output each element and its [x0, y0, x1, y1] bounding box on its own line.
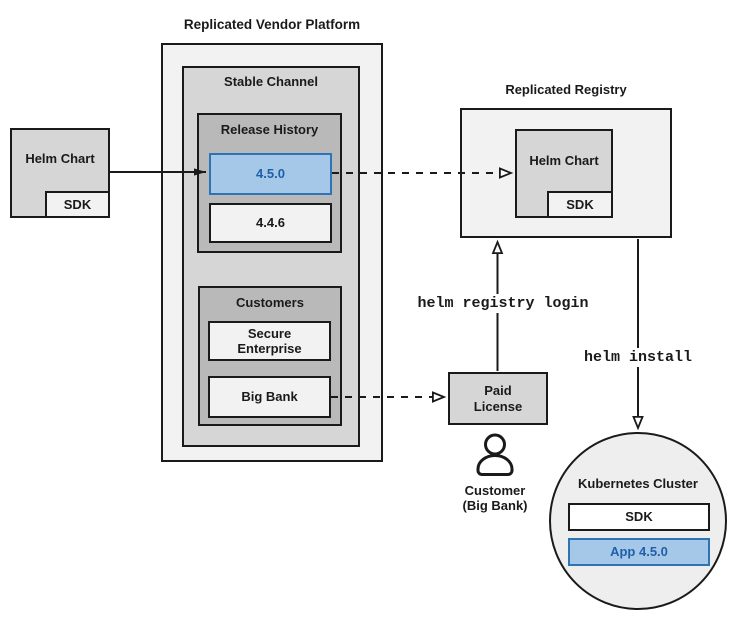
customer-icon	[476, 433, 514, 476]
customer-label: Customer (Big Bank)	[445, 483, 545, 514]
cmd-helm-registry-login: helm registry login	[413, 294, 593, 313]
release-box-current: 4.5.0	[209, 153, 332, 195]
paid-license-label: Paid License	[473, 383, 523, 414]
registry-sdk-box: SDK	[547, 191, 613, 218]
customer-label-line1: Customer	[464, 483, 526, 498]
source-helm-chart-label: Helm Chart	[25, 151, 95, 167]
customer-label-line2: (Big Bank)	[462, 497, 528, 513]
registry-title: Replicated Registry	[505, 82, 627, 97]
paid-license-box: Paid License	[448, 372, 548, 425]
cluster-app-label: App 4.5.0	[610, 544, 668, 560]
customer-box-big-bank: Big Bank	[208, 376, 331, 418]
stable-channel-title: Stable Channel	[224, 74, 318, 89]
customers-title: Customers	[236, 295, 304, 310]
cluster-app-box: App 4.5.0	[568, 538, 710, 566]
release-current-version: 4.5.0	[256, 166, 285, 182]
customer-box-secure-enterprise: Secure Enterprise	[208, 321, 331, 361]
kubernetes-cluster-title: Kubernetes Cluster	[578, 476, 698, 491]
source-sdk-box: SDK	[45, 191, 110, 218]
cluster-sdk-box: SDK	[568, 503, 710, 531]
cmd-helm-install: helm install	[579, 348, 697, 367]
registry-helm-chart-label: Helm Chart	[529, 152, 599, 168]
customer-big-bank-label: Big Bank	[241, 389, 298, 405]
vendor-platform-title: Replicated Vendor Platform	[183, 17, 361, 32]
registry-sdk-label: SDK	[566, 196, 594, 212]
release-previous-version: 4.4.6	[256, 215, 285, 231]
release-history-title: Release History	[220, 122, 319, 137]
cluster-sdk-label: SDK	[625, 509, 653, 525]
release-box-previous: 4.4.6	[209, 203, 332, 243]
customer-secure-enterprise-label: Secure Enterprise	[237, 325, 302, 356]
source-sdk-label: SDK	[63, 196, 92, 212]
